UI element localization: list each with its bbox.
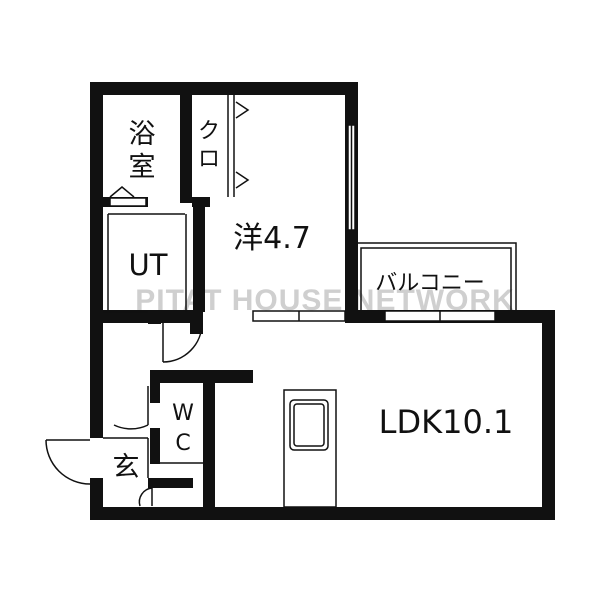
kitchen-counter (283, 389, 337, 508)
utility-label: UT (129, 248, 168, 282)
partition-lines (103, 213, 203, 478)
wc-label: C (175, 431, 190, 456)
bath-label: 浴 (129, 119, 156, 150)
wc-label: W (172, 401, 194, 426)
entrance-label: 玄 (113, 452, 140, 483)
bath-label: 室 (129, 152, 156, 183)
door-swings (45, 186, 203, 507)
balcony-label: バルコニー (375, 271, 485, 296)
closet-label: ク (198, 119, 220, 144)
closet-label: ロ (198, 147, 220, 172)
windows (109, 124, 496, 322)
ldk-label: LDK10.1 (379, 403, 514, 441)
western-room-label: 洋4.7 (233, 221, 311, 256)
closet-doors (227, 95, 250, 197)
